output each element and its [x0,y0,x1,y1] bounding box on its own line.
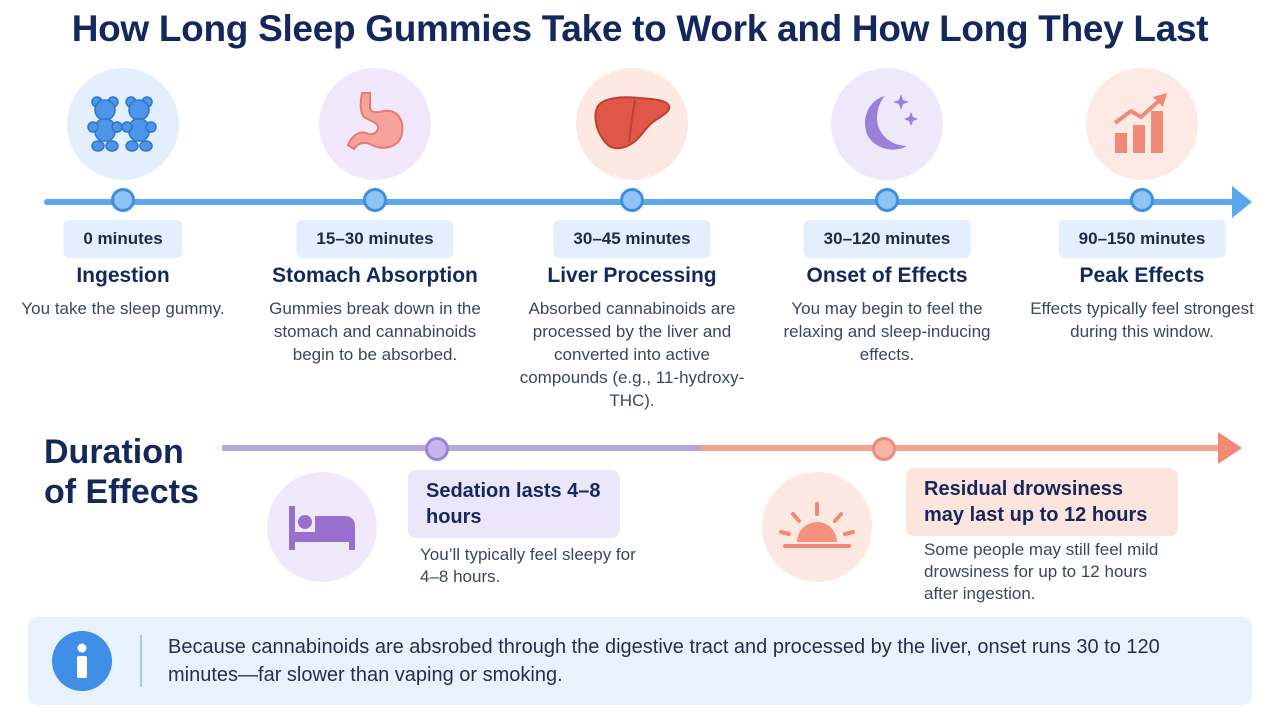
info-text: Because cannabinoids are absrobed throug… [168,636,1160,686]
bed-icon [267,472,377,582]
liver-icon [576,68,688,180]
info-icon [52,631,112,691]
stage-name: Ingestion [76,264,170,287]
duration-arrowhead [1218,432,1242,464]
stage-name: Peak Effects [1079,264,1205,287]
stage-description: You take the sleep gummy. [21,299,225,318]
stage-description: Effects typically feel strongest during … [1030,299,1254,341]
sedation-label: Sedation lasts 4–8 hours [408,470,620,538]
residual-line [700,445,1222,451]
residual-label: Residual drowsiness may last up to 12 ho… [906,468,1178,536]
residual-marker [872,437,896,461]
timeline-marker [875,188,899,212]
page-title: How Long Sleep Gummies Take to Work and … [71,8,1209,49]
sedation-marker [425,437,449,461]
sunrise-icon [762,472,872,582]
info-divider [140,635,142,687]
residual-description: Some people may still feel mild drowsine… [924,540,1159,603]
moon-stars-icon [831,68,943,180]
stage-time-badge: 0 minutes [63,220,183,258]
stage-time-badge: 30–45 minutes [553,220,711,258]
stage-description: Gummies break down in the stomach and ca… [269,299,481,364]
timeline-marker [1130,188,1154,212]
info-callout: Because cannabinoids are absrobed throug… [28,617,1252,705]
rising-chart-icon [1086,68,1198,180]
timeline-marker [363,188,387,212]
stage-time-badge: 90–150 minutes [1058,220,1226,258]
stage-time-badge: 30–120 minutes [803,220,971,258]
sedation-description: You’ll typically feel sleepy for 4–8 hou… [420,545,636,586]
timeline-marker [111,188,135,212]
duration-heading: Duration of Effects [44,433,199,511]
sedation-line [222,445,700,451]
stomach-icon [319,68,431,180]
timeline-marker [620,188,644,212]
gummy-bears-icon [67,68,179,180]
stage-name: Stomach Absorption [272,264,478,287]
stage-name: Onset of Effects [806,264,968,287]
stage-description: You may begin to feel the relaxing and s… [783,299,991,364]
stage-time-badge: 15–30 minutes [296,220,454,258]
stage-description: Absorbed cannabinoids are processed by t… [519,299,745,410]
stage-name: Liver Processing [547,264,717,287]
timeline-arrowhead [1232,186,1252,218]
